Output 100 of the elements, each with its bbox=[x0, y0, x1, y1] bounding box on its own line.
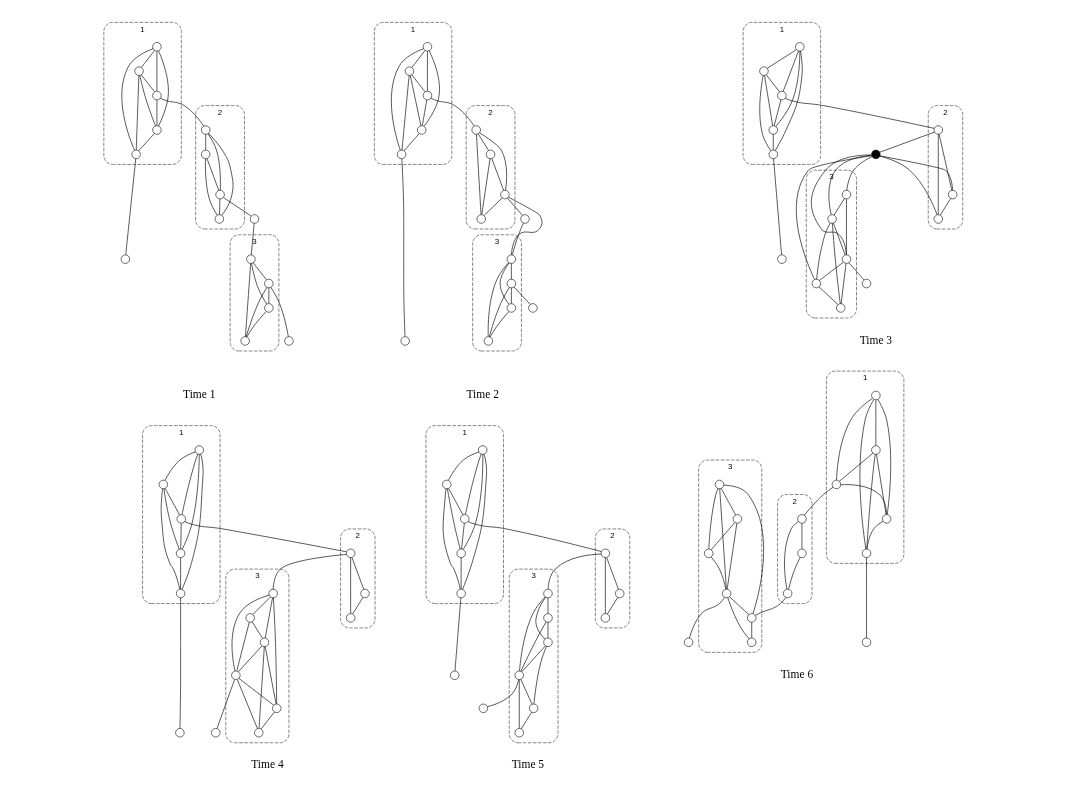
connector bbox=[878, 131, 935, 153]
cluster: 3 bbox=[229, 234, 279, 352]
node-circle bbox=[422, 42, 432, 52]
connector bbox=[264, 597, 273, 639]
node-circle bbox=[259, 637, 269, 647]
node-circle bbox=[194, 445, 204, 455]
cluster: 2 bbox=[465, 105, 515, 230]
node-circle bbox=[527, 303, 537, 313]
cluster: 2 bbox=[927, 105, 963, 230]
connector bbox=[272, 597, 277, 705]
node-circle bbox=[253, 728, 263, 738]
node-circle bbox=[459, 514, 469, 524]
node-circle bbox=[345, 548, 355, 558]
connector bbox=[181, 453, 203, 590]
cluster: 1 bbox=[742, 22, 821, 165]
connector bbox=[832, 222, 845, 256]
connector bbox=[489, 311, 509, 338]
connector bbox=[486, 679, 519, 707]
node-circle bbox=[158, 479, 168, 490]
node-circle bbox=[151, 90, 161, 101]
node-circle bbox=[268, 588, 278, 599]
node-circle bbox=[768, 149, 778, 159]
connector bbox=[845, 198, 847, 256]
node-circle bbox=[131, 149, 141, 159]
node-circle bbox=[214, 214, 224, 224]
label: Time 1 bbox=[182, 388, 215, 401]
connector bbox=[879, 155, 953, 191]
connector bbox=[258, 646, 265, 729]
node-circle bbox=[542, 637, 553, 647]
connector bbox=[710, 556, 726, 590]
connector bbox=[183, 521, 347, 553]
node-circle bbox=[841, 190, 851, 200]
connector bbox=[159, 97, 204, 127]
connector bbox=[875, 454, 886, 515]
node-circle bbox=[506, 303, 516, 313]
label: Time 2 bbox=[465, 388, 499, 401]
node-circle bbox=[881, 514, 891, 524]
connector bbox=[462, 454, 483, 550]
node-circle bbox=[870, 390, 880, 401]
node-circle bbox=[345, 613, 355, 623]
node-circle bbox=[861, 548, 871, 558]
node-circle bbox=[471, 125, 481, 135]
cluster: 3 bbox=[805, 169, 857, 319]
connector bbox=[216, 679, 235, 729]
cluster: 3 bbox=[471, 234, 522, 352]
connector bbox=[507, 196, 542, 256]
connector bbox=[938, 133, 952, 191]
node-circle bbox=[230, 670, 240, 680]
connector bbox=[774, 50, 800, 127]
connector bbox=[487, 262, 509, 337]
cluster: 2 bbox=[194, 105, 245, 230]
connector bbox=[480, 158, 490, 215]
node-circle bbox=[703, 548, 713, 558]
connector bbox=[865, 557, 867, 639]
connector bbox=[818, 262, 844, 281]
connector bbox=[160, 488, 180, 590]
connector bbox=[810, 154, 872, 255]
node-circle bbox=[506, 254, 516, 264]
cluster: 2 bbox=[339, 528, 375, 629]
connector bbox=[520, 621, 546, 672]
node-circle bbox=[133, 66, 144, 76]
node-circle bbox=[176, 514, 186, 524]
cluster: 2 bbox=[594, 528, 630, 629]
connector bbox=[244, 263, 251, 337]
connector bbox=[833, 198, 845, 216]
node-circle bbox=[614, 588, 624, 599]
node-circle bbox=[528, 703, 538, 713]
cluster: 1 bbox=[102, 22, 182, 165]
connector bbox=[937, 134, 939, 215]
connector bbox=[157, 50, 169, 127]
node-circle bbox=[263, 303, 273, 313]
connector bbox=[754, 597, 786, 616]
node-circle bbox=[245, 613, 255, 623]
node-circle bbox=[476, 214, 486, 224]
connector bbox=[204, 158, 218, 216]
connector bbox=[245, 287, 267, 338]
node-circle bbox=[120, 254, 130, 264]
node-circle bbox=[768, 125, 778, 135]
connector bbox=[246, 311, 266, 338]
label: Time 3 bbox=[859, 333, 892, 346]
node-circle bbox=[245, 254, 255, 264]
connector bbox=[179, 557, 181, 590]
connector bbox=[879, 155, 937, 216]
node-circle bbox=[175, 548, 185, 558]
node-circle bbox=[831, 479, 841, 490]
connector bbox=[710, 522, 735, 550]
node-circle bbox=[263, 278, 273, 289]
connector bbox=[835, 398, 873, 481]
node-circle bbox=[796, 548, 807, 558]
node-circle bbox=[283, 336, 294, 346]
connector bbox=[865, 454, 876, 550]
node-circle bbox=[776, 90, 786, 101]
node-circle bbox=[933, 214, 943, 224]
node-circle bbox=[835, 303, 845, 313]
cluster: 1 bbox=[825, 370, 904, 564]
node-circle bbox=[456, 588, 466, 599]
node-circle bbox=[683, 637, 693, 647]
connector bbox=[499, 262, 509, 305]
node-circle bbox=[776, 254, 786, 264]
node-circle bbox=[200, 125, 210, 135]
